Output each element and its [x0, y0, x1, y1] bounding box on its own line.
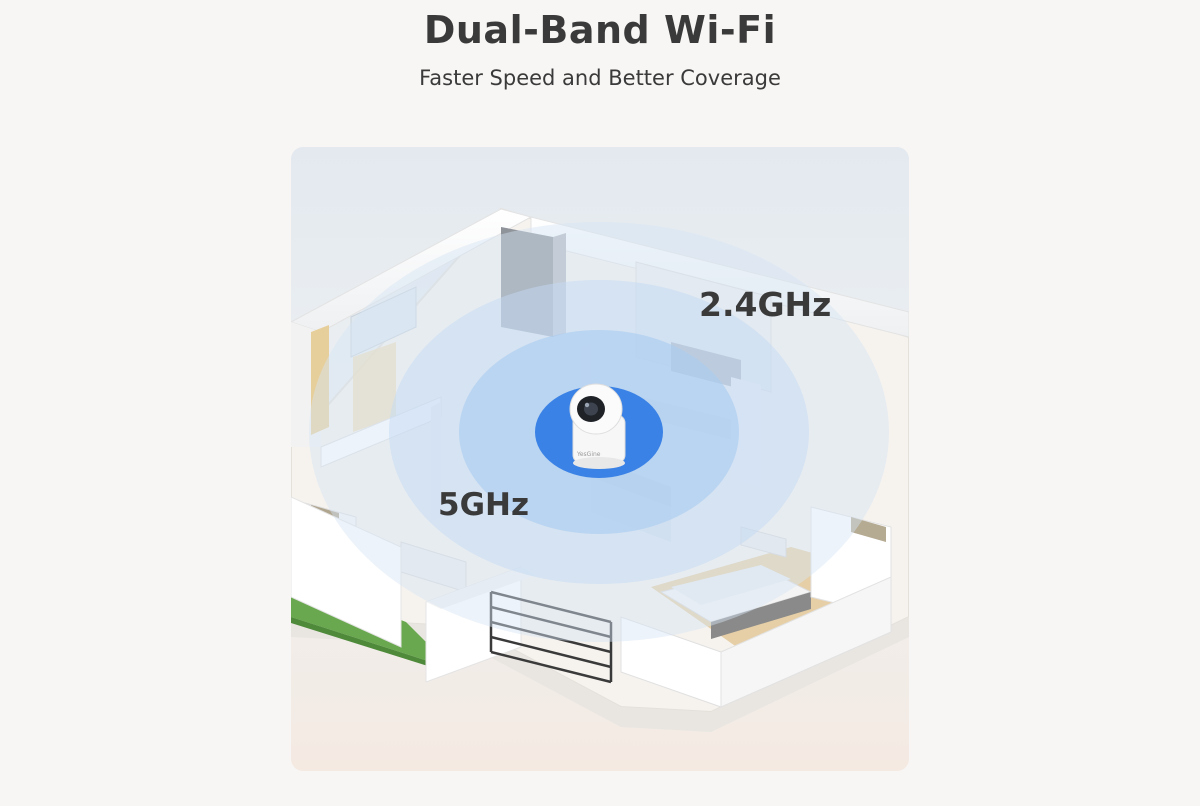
security-camera: YesGine: [569, 383, 626, 469]
house-floorplan: YesGine: [291, 207, 909, 732]
lawn-dark: [291, 617, 431, 667]
bed-blanket: [671, 565, 791, 605]
camera-brand-text: YesGine: [576, 451, 601, 458]
curtain-2: [353, 342, 396, 432]
window-left: [350, 286, 417, 358]
band-5ghz-label: 5GHz: [438, 487, 530, 523]
bedroom-side-wall: [720, 576, 892, 708]
front-wall-left: [291, 496, 402, 648]
front-wall-mid-top: [426, 567, 536, 609]
floor-front-edge: [291, 617, 909, 732]
railing: [489, 590, 613, 684]
curtain: [311, 325, 329, 435]
band-24ghz-label: 2.4GHz: [699, 285, 832, 324]
bed-base: [711, 592, 811, 639]
page-subtitle: Faster Speed and Better Coverage: [419, 66, 781, 90]
page-title: Dual-Band Wi-Fi: [423, 8, 777, 52]
bookshelf-right: [851, 517, 886, 542]
house-illustration: YesGine 2.4GHz 5GHz: [291, 147, 909, 771]
